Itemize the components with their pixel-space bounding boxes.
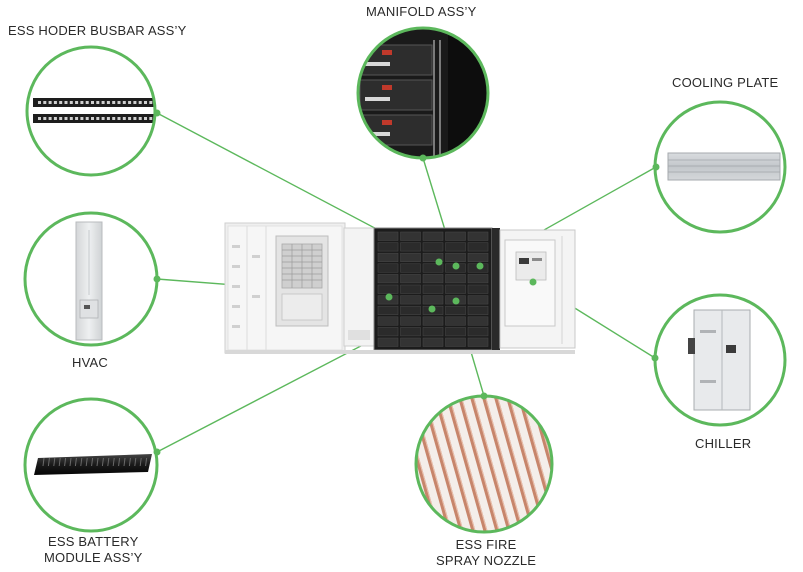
label-hvac: HVAC <box>72 355 108 370</box>
label-manifold: MANIFOLD ASS’Y <box>366 4 477 19</box>
marker-manifold <box>452 262 460 270</box>
busbar-contacts <box>38 101 153 120</box>
marker-battery-module <box>428 305 436 313</box>
ess-container <box>224 222 576 354</box>
label-busbar: ESS HODER BUSBAR ASS’Y <box>8 23 187 38</box>
label-fire-nozzle: ESS FIRE SPRAY NOZZLE <box>436 537 537 568</box>
label-battery-module: ESS BATTERY MODULE ASS’Y <box>44 534 143 565</box>
callout-manifold <box>356 26 490 162</box>
callout-hvac <box>23 211 161 347</box>
callout-battery-module <box>23 397 161 533</box>
battery-rack-grid <box>377 231 489 347</box>
marker-cooling-plate <box>476 262 484 270</box>
callout-fire-nozzle <box>414 392 554 534</box>
label-cooling-plate: COOLING PLATE <box>672 75 779 90</box>
marker-hvac <box>385 293 393 301</box>
callout-busbar <box>25 45 161 177</box>
marker-busbar <box>435 258 443 266</box>
marker-chiller <box>529 278 537 286</box>
callout-cooling-plate <box>652 100 787 234</box>
marker-fire-nozzle <box>452 297 460 305</box>
callout-chiller <box>651 293 787 427</box>
battery-module-fins <box>42 457 148 467</box>
label-chiller: CHILLER <box>695 436 752 451</box>
